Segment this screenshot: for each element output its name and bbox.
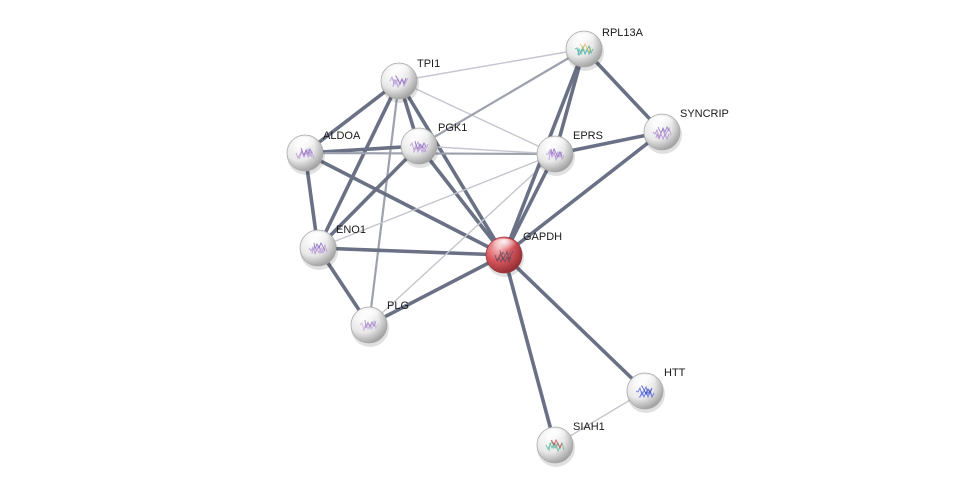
protein-structure-icon xyxy=(308,243,328,256)
node-label-aldoa: ALDOA xyxy=(323,130,361,142)
node-gapdh[interactable]: GAPDH xyxy=(485,231,562,277)
node-rpl13a[interactable]: RPL13A xyxy=(565,27,644,71)
node-label-siah1: SIAH1 xyxy=(573,421,605,433)
edge-pgk1-eprs[interactable] xyxy=(418,145,556,155)
edges-layer xyxy=(303,47,664,447)
node-gloss xyxy=(542,428,568,444)
edge-pgk1-rpl13a[interactable] xyxy=(417,47,586,148)
node-label-rpl13a: RPL13A xyxy=(602,27,644,39)
node-label-htt: HTT xyxy=(664,367,686,379)
node-label-eprs: EPRS xyxy=(573,130,603,142)
edge-tpi1-aldoa[interactable] xyxy=(303,79,401,155)
node-aldoa[interactable]: ALDOA xyxy=(286,130,361,175)
node-eno1[interactable]: ENO1 xyxy=(299,224,366,270)
node-pgk1[interactable]: PGK1 xyxy=(400,122,467,168)
edge-plg-gapdh[interactable] xyxy=(367,253,506,327)
protein-structure-icon xyxy=(494,250,514,264)
node-label-gapdh: GAPDH xyxy=(523,231,562,243)
node-gloss xyxy=(542,137,568,153)
node-gloss xyxy=(386,64,412,80)
edge-eno1-eprs[interactable] xyxy=(317,153,556,249)
node-label-pgk1: PGK1 xyxy=(438,122,467,134)
edge-aldoa-gapdh[interactable] xyxy=(303,151,506,257)
node-label-tpi1: TPI1 xyxy=(417,58,440,70)
protein-structure-detail xyxy=(364,319,377,329)
protein-structure-detail xyxy=(550,148,563,158)
node-label-syncrip: SYNCRIP xyxy=(680,108,729,120)
node-eprs[interactable]: EPRS xyxy=(536,130,603,176)
edge-eno1-gapdh[interactable] xyxy=(316,246,506,257)
edge-pgk1-gapdh[interactable] xyxy=(417,144,506,257)
edge-gapdh-htt[interactable] xyxy=(502,253,647,393)
edge-plg-eprs[interactable] xyxy=(368,153,556,326)
edge-pgk1-eno1[interactable] xyxy=(316,144,421,250)
edge-aldoa-pgk1[interactable] xyxy=(303,144,421,155)
node-syncrip[interactable]: SYNCRIP xyxy=(643,108,729,154)
edge-tpi1-eno1[interactable] xyxy=(316,79,401,250)
node-htt[interactable]: HTT xyxy=(626,367,686,413)
node-tpi1[interactable]: TPI1 xyxy=(380,58,440,103)
node-label-plg: PLG xyxy=(387,300,409,312)
node-gloss xyxy=(571,32,597,48)
protein-structure-icon xyxy=(295,147,315,160)
node-gloss xyxy=(632,374,658,390)
protein-structure-icon xyxy=(546,148,565,162)
protein-structure-detail xyxy=(313,242,326,252)
edge-tpi1-plg[interactable] xyxy=(367,79,401,327)
edge-gapdh-syncrip[interactable] xyxy=(502,130,664,257)
node-label-eno1: ENO1 xyxy=(336,224,366,236)
edge-gapdh-siah1[interactable] xyxy=(502,253,557,447)
node-gloss xyxy=(406,129,432,145)
edge-tpi1-gapdh[interactable] xyxy=(397,79,506,257)
edge-tpi1-rpl13a[interactable] xyxy=(398,48,585,82)
node-gloss xyxy=(356,308,382,324)
node-siah1[interactable]: SIAH1 xyxy=(536,421,605,467)
node-gloss xyxy=(305,231,331,247)
protein-structure-detail xyxy=(499,249,512,259)
edge-gapdh-eprs[interactable] xyxy=(502,152,557,257)
node-plg[interactable]: PLG xyxy=(350,300,409,347)
node-gloss xyxy=(649,115,675,131)
edge-tpi1-eprs[interactable] xyxy=(398,80,556,155)
edge-rpl13a-syncrip[interactable] xyxy=(582,47,664,134)
node-gloss xyxy=(491,238,517,254)
node-gloss xyxy=(292,136,318,152)
